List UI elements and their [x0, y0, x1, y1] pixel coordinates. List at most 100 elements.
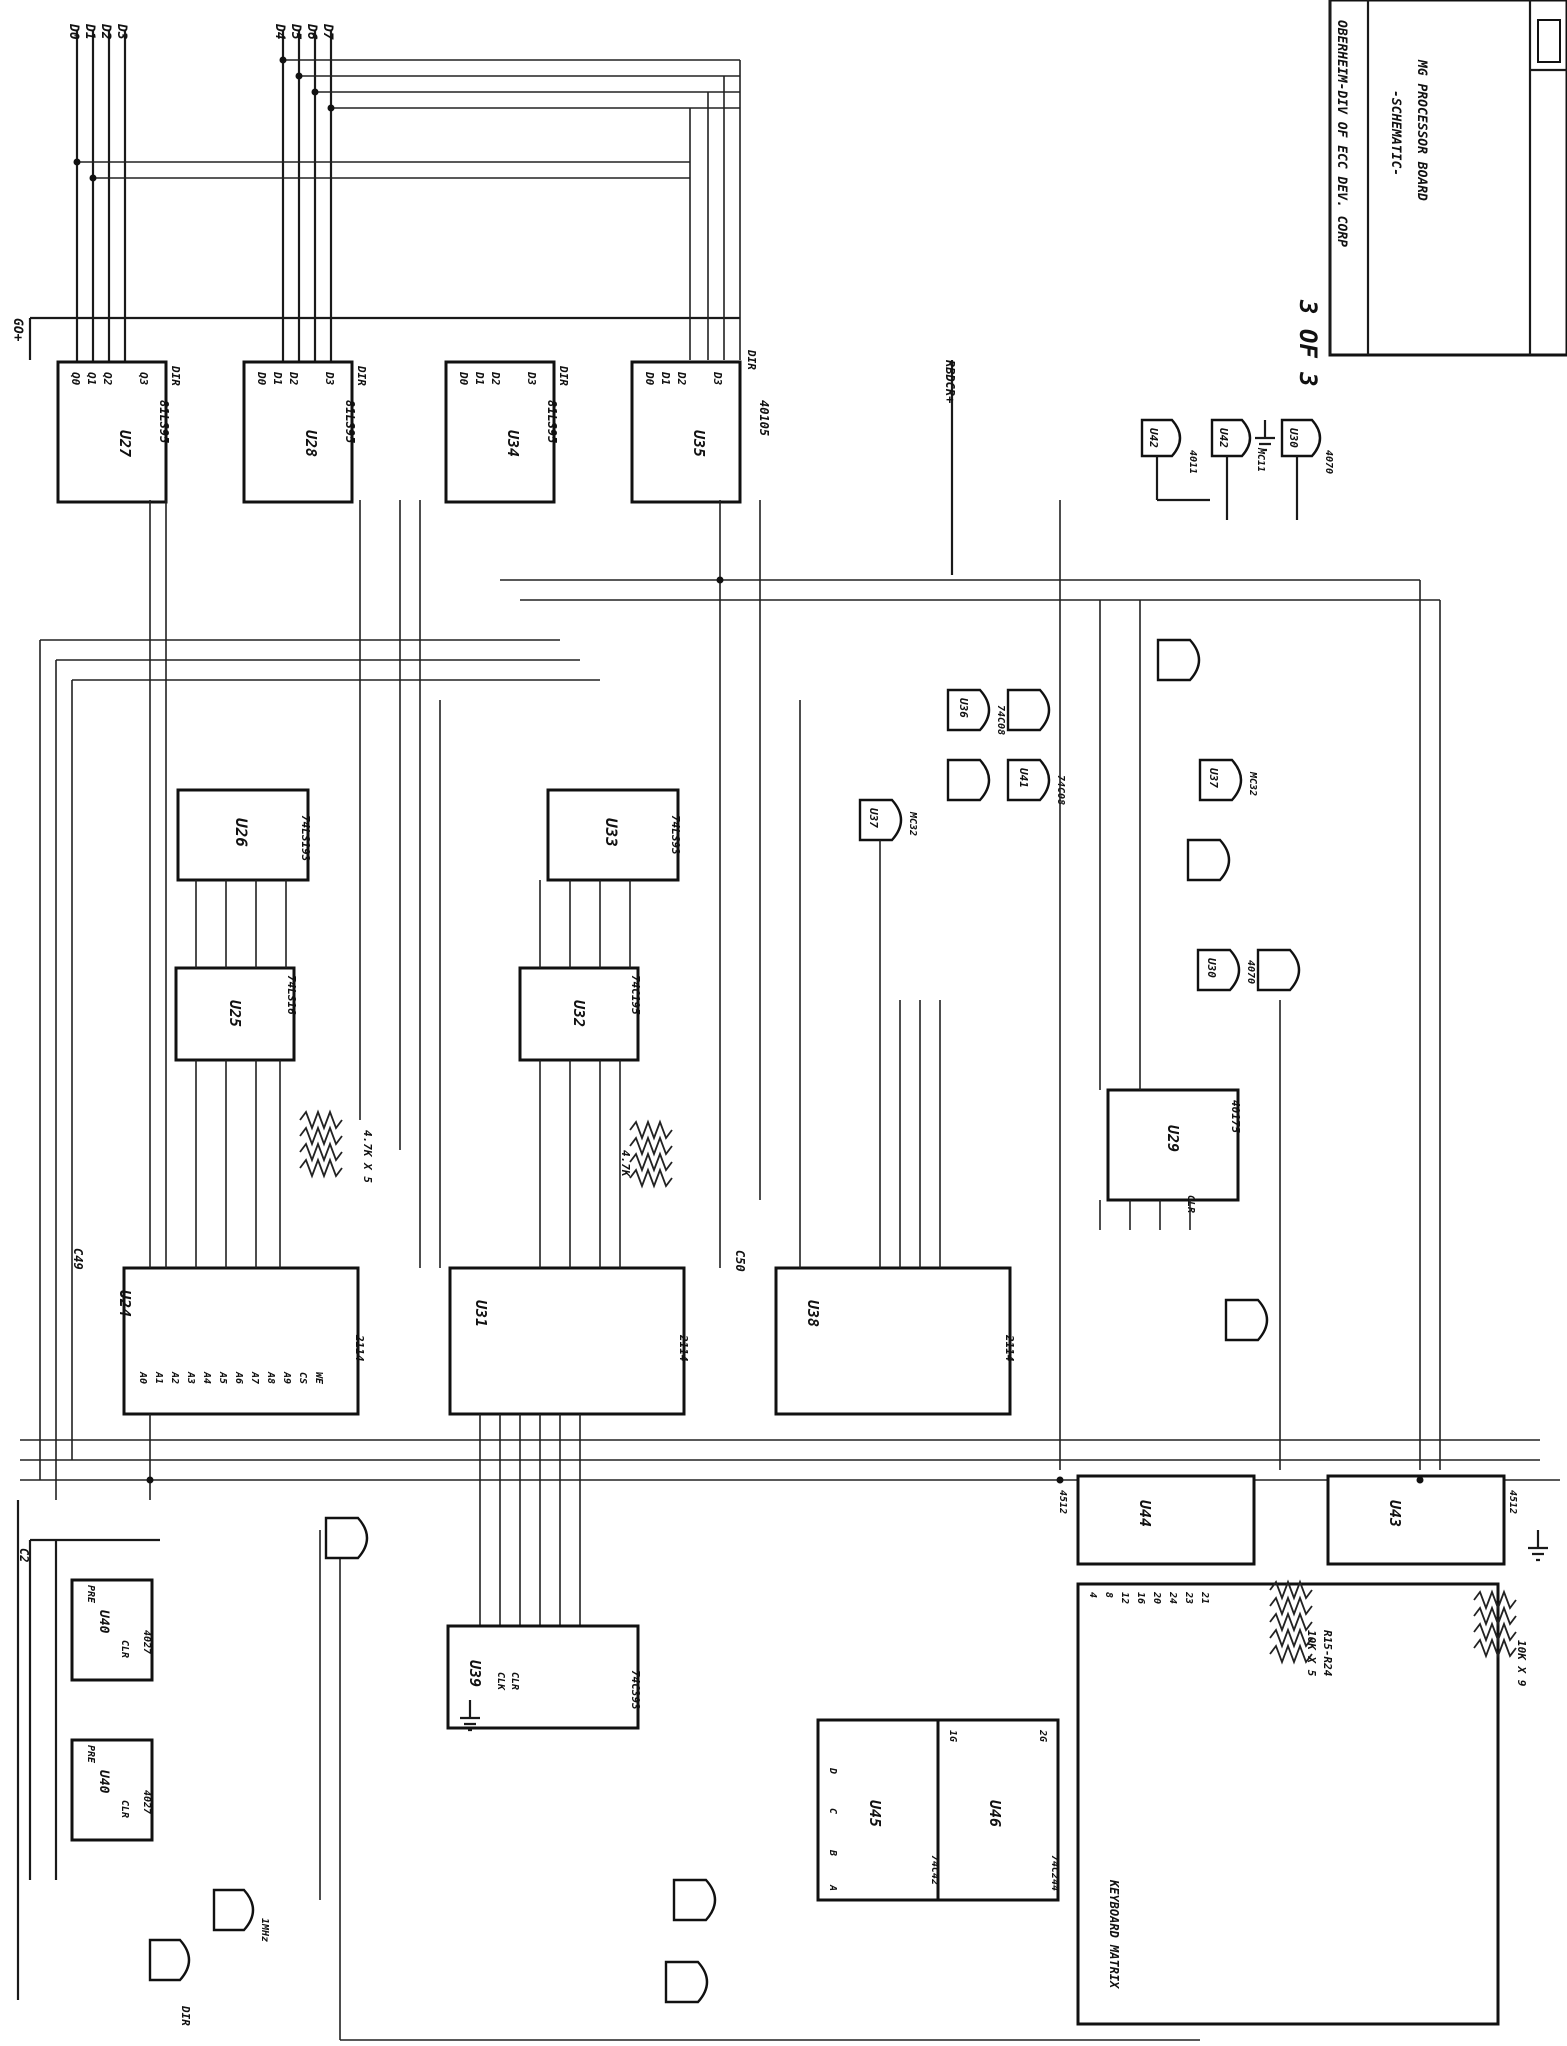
dir-label: DIR — [179, 2005, 192, 2026]
chip-u27-ref: U27 — [116, 430, 134, 457]
chip-u44-ref: U44 — [1136, 1500, 1154, 1527]
title-block: OBERHEIM-DIV OF ECC DEV. CORP -SCHEMATIC… — [1328, 0, 1567, 357]
chip-u34-pin-d0: D0 — [457, 371, 470, 386]
chip-u24-part: 2114 — [353, 1334, 366, 1362]
title-board: MG PROCESSOR BOARD — [1414, 59, 1429, 201]
chip-u29: U29 40175 CLR — [1106, 1088, 1242, 1213]
chip-u38-part: 2114 — [1003, 1334, 1016, 1362]
chip-u45-pin-d: D — [827, 1767, 838, 1774]
gate-u42-mid-ref: U42 — [1217, 428, 1230, 448]
chip-u33-part: 74LS93 — [669, 815, 682, 855]
gate-u36-part: 74C08 — [995, 705, 1006, 735]
chip-u44-part: 4512 — [1057, 1490, 1068, 1514]
chip-u46-pin-1g: 1G — [947, 1730, 958, 1742]
chip-u24-pins: A0 A1 A2 A3 A4 A5 A6 A7 A8 A9 CS WE — [137, 1371, 324, 1385]
chip-u40b-part: 4027 — [141, 1790, 152, 1814]
kbd-pin-2: 12 — [1119, 1592, 1130, 1604]
chip-u28: U28 81LS95 D0 D1 D2 D3 DIR — [242, 360, 368, 504]
gate-u42-top-ref: U42 — [1147, 428, 1160, 448]
chip-u27-pin-q0: Q0 — [69, 372, 82, 386]
kbd-pin-0: 4 — [1087, 1592, 1098, 1598]
pin-a1: A1 — [153, 1371, 164, 1384]
chip-u29-part: 40175 — [1229, 1100, 1242, 1133]
gate-u37-mid-part: MC32 — [907, 811, 918, 836]
pin-a2: A2 — [169, 1371, 180, 1384]
bus-d2-label: D2 — [98, 23, 113, 40]
chip-u28-pin-d1: D1 — [271, 371, 284, 385]
chip-u32-part: 74C195 — [629, 975, 642, 1015]
title-drawing: -SCHEMATIC- — [1388, 90, 1403, 176]
gate-u37-mid-ref: U37 — [867, 808, 880, 828]
chip-u33-ref: U33 — [602, 818, 621, 847]
resnet-mid-value: 4.7K — [619, 1150, 632, 1178]
kbd-pin-3: 16 — [1135, 1592, 1146, 1604]
chip-u45-pin-c: C — [827, 1808, 838, 1814]
chip-u45-part: 74C42 — [929, 1855, 940, 1885]
cap-c49-label: C49 — [71, 1248, 85, 1270]
chip-u38-ref: U38 — [804, 1300, 822, 1327]
resnet-top: 4.7K X 5 — [299, 1109, 374, 1183]
gate-u42-top: U42 4011 — [1140, 418, 1210, 502]
chip-u34-pin-d3: D3 — [525, 371, 538, 386]
chip-u27-part: 81LS95 — [157, 400, 171, 443]
chip-u28-pin-d0: D0 — [255, 371, 268, 386]
chip-u27-pin-q1: Q1 — [85, 372, 98, 385]
clock-1mhz-label: 1MHz — [259, 1918, 270, 1942]
chip-u40a-part: 4027 — [141, 1630, 152, 1654]
chip-u25: U25 74LS16 — [174, 966, 298, 1062]
gate-u42-mid: U42 MC11 — [1210, 418, 1266, 520]
gate-u36-ref: U36 — [957, 698, 970, 718]
chip-u46-pin-2g: 2G — [1037, 1729, 1048, 1742]
rbdcr-label: RBDCR+ — [943, 360, 957, 403]
chip-u25-part: 74LS16 — [285, 975, 298, 1015]
chip-u39: U39 74C393 CLK CLR — [446, 1624, 642, 1730]
keyboard-matrix: KEYBOARD MATRIX 4 8 12 16 20 24 23 21 — [1076, 1582, 1500, 2026]
gate-u37-right-ref: U37 — [1207, 768, 1220, 788]
chip-u31-ref: U31 — [472, 1300, 490, 1327]
bus-d0-label: D0 — [66, 23, 81, 40]
chip-u39-part: 74C393 — [629, 1670, 642, 1710]
chip-u28-pin-d2: D2 — [287, 371, 300, 386]
chip-u34-pin-dir: DIR — [557, 365, 570, 386]
chip-u39-clk: CLK — [495, 1672, 506, 1691]
chip-u26-part: 74LS193 — [299, 815, 312, 862]
gate-u30-top-part: 4070 — [1323, 450, 1334, 474]
pin-a0: A0 — [137, 1371, 148, 1384]
chip-u46: U46 74C244 1G 2G — [936, 1718, 1060, 1902]
gate-u30-mid-ref: U30 — [1205, 958, 1218, 978]
resnet-u44-ref: R15-R24 — [1321, 1630, 1334, 1677]
chip-u34-part: 81LS95 — [545, 400, 559, 443]
chip-u45-pin-b: B — [827, 1849, 838, 1856]
signal-c2-label: C2 — [17, 1548, 31, 1562]
gate-u30-top: U30 4070 — [1280, 418, 1334, 520]
pin-a5: A5 — [217, 1371, 228, 1384]
resnet-top-value: 4.7K X 5 — [361, 1130, 374, 1183]
bus-d1-label: D1 — [82, 23, 97, 40]
gate-u37-right-part: MC32 — [1247, 771, 1258, 796]
chip-u45-pin-a: A — [827, 1884, 838, 1891]
chip-u35-pin-d1: D1 — [659, 371, 672, 385]
kbd-pin-5: 24 — [1167, 1591, 1178, 1604]
chip-u28-part: 81LS95 — [343, 400, 357, 443]
chip-u27: U27 81LS95 Q0 Q1 Q2 Q3 DIR — [56, 360, 182, 504]
chip-u35-ref: U35 — [690, 430, 708, 457]
chip-u39-ref: U39 — [466, 1660, 484, 1687]
pin-a9: A9 — [281, 1371, 292, 1384]
chip-u25-ref: U25 — [226, 1000, 244, 1027]
resnet-u43: 10K X 9 — [1473, 1589, 1528, 1687]
chip-u34: U34 81LS95 D0 D1 D2 D3 DIR — [444, 360, 570, 504]
ground-symbols — [460, 420, 1548, 1732]
gate-u30-mid-part: 4070 — [1245, 960, 1256, 984]
chip-u28-pin-dir: DIR — [355, 365, 368, 386]
chip-u34-pin-d2: D2 — [489, 371, 502, 386]
chip-u45-ref: U45 — [866, 1800, 884, 1827]
chip-u33: U33 74LS93 — [546, 788, 682, 882]
bus-d6-label: D6 — [304, 23, 319, 40]
go-label: GO+ — [10, 318, 25, 342]
gate-u41-ref: U41 — [1017, 768, 1030, 788]
resnet-mid: 4.7K — [619, 1119, 673, 1189]
chip-u40b-ref: U40 — [96, 1770, 111, 1794]
clock-section: C2 C1 U40 4027 PRE CLR U40 4027 PRE CLR … — [16, 1500, 270, 2026]
